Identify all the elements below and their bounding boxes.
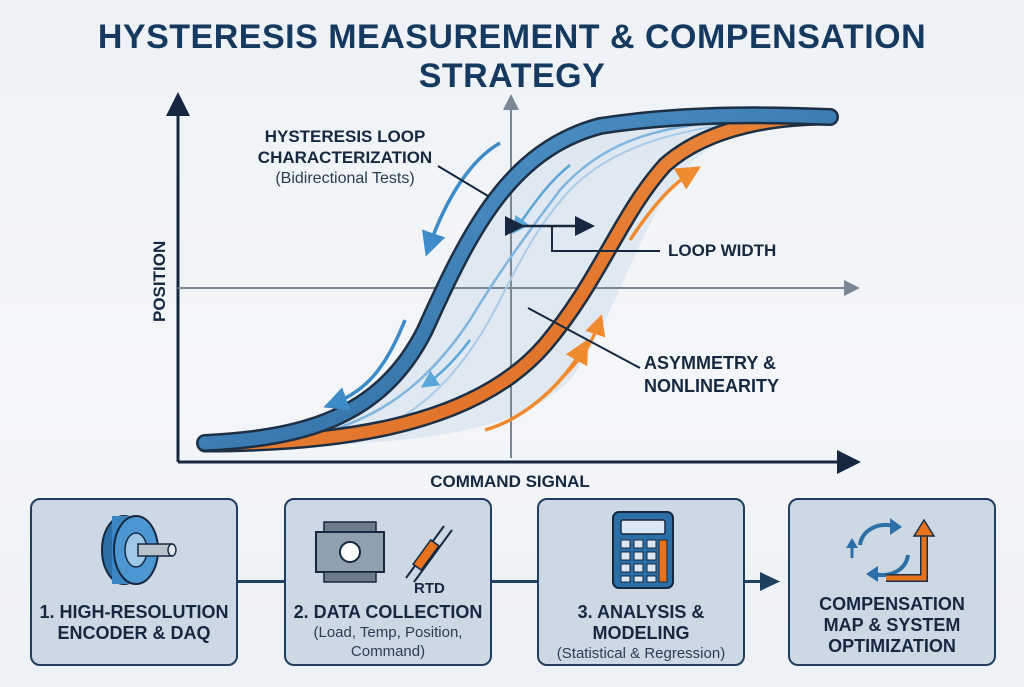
step3-title-line2: MODELING	[592, 623, 690, 643]
load-cell-icon	[315, 521, 453, 583]
step1-title-line2: ENCODER & DAQ	[57, 623, 211, 643]
step4-text: COMPENSATION MAP & SYSTEM OPTIMIZATION	[794, 594, 990, 657]
ascending-curve-fill	[199, 111, 836, 450]
step2-sub2: Command)	[350, 643, 426, 660]
step-box-analysis: 3. ANALYSIS & MODELING (Statistical & Re…	[537, 498, 745, 666]
step2-sub1: (Load, Temp, Position,	[313, 624, 463, 641]
step-box-compensation: COMPENSATION MAP & SYSTEM OPTIMIZATION	[788, 498, 996, 666]
step3-sub1: (Statistical & Regression)	[556, 645, 726, 662]
loop-subtitle: (Bidirectional Tests)	[275, 170, 415, 187]
loop-title-line2: CHARACTERIZATION	[257, 148, 433, 167]
step4-title-line3: OPTIMIZATION	[828, 636, 956, 656]
direction-arrow-orange-mid	[558, 314, 606, 382]
rtd-label: RTD	[414, 580, 445, 597]
direction-arrow-orange-lower	[484, 338, 589, 432]
inner-blue-curve-2	[329, 119, 761, 444]
descending-curve-fill	[198, 108, 837, 450]
direction-arrow-blue-lower	[323, 319, 407, 411]
loop-characterization-label: HYSTERESIS LOOP CHARACTERIZATION (Bidire…	[235, 126, 455, 189]
encoder-icon	[101, 515, 177, 585]
loop-width-label: LOOP WIDTH	[668, 241, 777, 260]
page-title: HYSTERESIS MEASUREMENT & COMPENSATION ST…	[97, 18, 927, 95]
asym-line1: ASYMMETRY &	[644, 353, 777, 373]
cycle-arrows-icon	[846, 518, 936, 582]
direction-arrow-blue-upper	[422, 141, 501, 257]
loop-width-leader	[551, 226, 660, 252]
step2-title: 2. DATA COLLECTION	[293, 602, 483, 622]
x-axis-label: COMMAND SIGNAL	[430, 472, 590, 491]
asymmetry-label: ASYMMETRY & NONLINEARITY	[644, 352, 804, 398]
direction-arrow-light-2	[420, 339, 471, 388]
asymmetry-leader	[527, 307, 641, 369]
step3-text: 3. ANALYSIS & MODELING (Statistical & Re…	[543, 602, 739, 663]
step-box-encoder: 1. HIGH-RESOLUTION ENCODER & DAQ	[30, 498, 238, 666]
direction-arrow-orange-upper	[628, 166, 702, 241]
connector-3-4	[744, 580, 768, 583]
connector-2-3	[491, 580, 539, 583]
loop-area	[205, 115, 830, 445]
step-box-data-collection: RTD 2. DATA COLLECTION (Load, Temp, Posi…	[284, 498, 492, 666]
step1-title: 1. HIGH-RESOLUTION	[39, 602, 229, 622]
connector-arrowhead	[760, 572, 780, 591]
step2-text: 2. DATA COLLECTION (Load, Temp, Position…	[290, 602, 486, 661]
step4-title-line2: MAP & SYSTEM	[823, 615, 961, 635]
asym-line2: NONLINEARITY	[644, 376, 779, 396]
loop-char-leader	[437, 165, 489, 197]
step3-title: 3. ANALYSIS &	[577, 602, 705, 622]
y-axis-label: POSITION	[150, 240, 169, 322]
calculator-icon	[612, 511, 674, 589]
connector-1-2	[236, 580, 286, 583]
loop-title-line1: HYSTERESIS LOOP	[264, 127, 426, 146]
step4-title: COMPENSATION	[819, 594, 965, 614]
step1-text: 1. HIGH-RESOLUTION ENCODER & DAQ	[36, 602, 232, 644]
inner-blue-curve	[289, 120, 721, 442]
